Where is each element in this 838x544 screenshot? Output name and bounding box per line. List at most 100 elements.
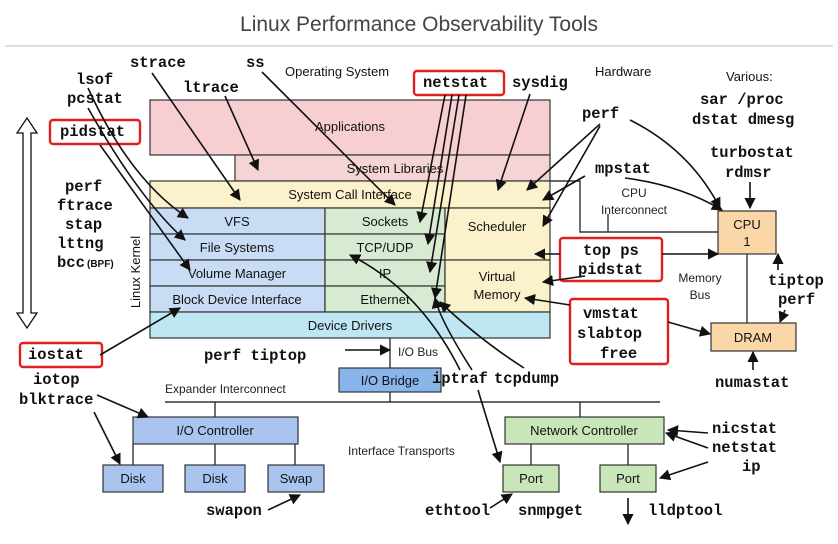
tool-netstat-right: netstat bbox=[712, 439, 777, 457]
layer-system-libraries-label: System Libraries bbox=[347, 161, 444, 176]
port-2-box bbox=[599, 464, 657, 493]
layer-scheduler-label: Scheduler bbox=[468, 219, 527, 234]
expander-interconnect-label: Expander Interconnect bbox=[165, 382, 286, 396]
swap-label: Swap bbox=[280, 471, 313, 486]
memory-bus-label-2: Bus bbox=[690, 288, 711, 302]
tool-strace: strace bbox=[130, 54, 186, 72]
port-1-box bbox=[502, 464, 560, 493]
network-controller-label: Network Controller bbox=[530, 423, 638, 438]
io-bridge-box bbox=[338, 367, 442, 393]
tool-free: free bbox=[600, 345, 637, 363]
tool-bcc-suffix: (BPF) bbox=[87, 259, 114, 270]
tool-netstat: netstat bbox=[423, 74, 488, 92]
region-hardware: Hardware bbox=[595, 64, 651, 79]
tool-perf-tiptop: perf tiptop bbox=[204, 347, 306, 365]
layer-sockets-label: Sockets bbox=[362, 214, 409, 229]
cpu-interconnect-label-2: Interconnect bbox=[601, 203, 668, 217]
tool-mpstat: mpstat bbox=[595, 160, 651, 178]
layer-virtual-memory-label-2: Memory bbox=[474, 287, 521, 302]
tool-tiptop: tiptop bbox=[768, 272, 824, 290]
layer-volume-manager bbox=[149, 259, 326, 287]
tool-ip: ip bbox=[742, 458, 761, 476]
cpu-interconnect-line bbox=[550, 180, 718, 233]
network-controller-box bbox=[504, 416, 665, 445]
layer-vfs-label: VFS bbox=[224, 214, 250, 229]
tool-arrows bbox=[87, 71, 790, 526]
tool-iptraf: iptraf bbox=[432, 370, 488, 388]
interface-transports-label: Interface Transports bbox=[348, 444, 455, 458]
linux-kernel-label: Linux Kernel bbox=[128, 236, 143, 308]
tool-lsof: lsof bbox=[76, 71, 113, 89]
layer-virtual-memory bbox=[444, 259, 551, 313]
layer-file-systems-label: File Systems bbox=[200, 240, 275, 255]
tool-ftrace: ftrace bbox=[57, 197, 113, 215]
layer-volume-manager-label: Volume Manager bbox=[188, 266, 287, 281]
layer-device-drivers bbox=[149, 311, 551, 339]
tool-stap: stap bbox=[65, 216, 102, 234]
tool-ethtool: ethtool bbox=[425, 502, 490, 520]
tool-bcc: bcc bbox=[57, 254, 85, 272]
region-various: Various: bbox=[726, 69, 773, 84]
trace-scope-arrow bbox=[15, 116, 39, 330]
tool-sar-proc: sar /proc bbox=[700, 91, 784, 109]
layer-block-device-interface-label: Block Device Interface bbox=[172, 292, 301, 307]
dram-label: DRAM bbox=[734, 330, 772, 345]
io-bridge-label: I/O Bridge bbox=[361, 373, 420, 388]
layer-device-drivers-label: Device Drivers bbox=[308, 318, 393, 333]
tool-top-ps: top ps bbox=[583, 242, 639, 260]
tool-iotop: iotop bbox=[33, 371, 80, 389]
cpu-box bbox=[717, 210, 777, 255]
tool-perf-right: perf bbox=[778, 291, 815, 309]
tool-lttng: lttng bbox=[57, 235, 104, 253]
disk-1-label: Disk bbox=[120, 471, 146, 486]
tool-rdmsr: rdmsr bbox=[725, 164, 772, 182]
port-1-label: Port bbox=[519, 471, 543, 486]
highlight-top-ps-pidstat bbox=[558, 236, 664, 283]
layer-tcp-udp-label: TCP/UDP bbox=[356, 240, 413, 255]
region-operating-system: Operating System bbox=[285, 64, 389, 79]
tool-vmstat: vmstat bbox=[583, 305, 639, 323]
layer-ethernet bbox=[324, 285, 446, 313]
disk-2-label: Disk bbox=[202, 471, 228, 486]
highlight-vmstat-slabtop-free bbox=[568, 297, 670, 366]
tool-ltrace: ltrace bbox=[183, 79, 239, 97]
layer-system-libraries bbox=[234, 154, 551, 182]
memory-bus-label-1: Memory bbox=[678, 271, 721, 285]
tool-snmpget: snmpget bbox=[518, 502, 583, 520]
disk-1-box bbox=[102, 464, 164, 493]
layer-ip-label: IP bbox=[379, 266, 391, 281]
tool-sysdig: sysdig bbox=[512, 74, 568, 92]
tool-blktrace: blktrace bbox=[19, 391, 93, 409]
tool-slabtop: slabtop bbox=[577, 325, 642, 343]
layer-applications-label: Applications bbox=[315, 119, 386, 134]
tool-iostat: iostat bbox=[28, 346, 84, 364]
tool-lldptool: lldptool bbox=[648, 502, 722, 520]
tool-nicstat: nicstat bbox=[712, 420, 777, 438]
tool-turbostat: turbostat bbox=[710, 144, 794, 162]
tool-dstat-dmesg: dstat dmesg bbox=[692, 111, 794, 129]
tool-tcpdump: tcpdump bbox=[494, 370, 559, 388]
tool-pidstat-mid: pidstat bbox=[578, 261, 643, 279]
layer-system-call-interface bbox=[149, 180, 551, 209]
tool-swapon: swapon bbox=[206, 502, 262, 520]
layer-system-call-interface-label: System Call Interface bbox=[288, 187, 412, 202]
tool-pcstat: pcstat bbox=[67, 90, 123, 108]
io-controller-label: I/O Controller bbox=[176, 423, 254, 438]
tool-perf-left: perf bbox=[65, 178, 102, 196]
highlight-iostat bbox=[18, 341, 104, 369]
layer-virtual-memory-label-1: Virtual bbox=[479, 269, 516, 284]
disk-2-box bbox=[184, 464, 246, 493]
layer-ethernet-label: Ethernet bbox=[360, 292, 410, 307]
tool-perf-top: perf bbox=[582, 105, 619, 123]
swap-box bbox=[267, 464, 325, 493]
tool-ss: ss bbox=[246, 54, 265, 72]
cpu-label-1: CPU bbox=[733, 217, 760, 232]
port-2-label: Port bbox=[616, 471, 640, 486]
cpu-label-2: 1 bbox=[743, 234, 750, 249]
diagram-title: Linux Performance Observability Tools bbox=[240, 13, 598, 36]
tool-numastat: numastat bbox=[715, 374, 789, 392]
io-controller-box bbox=[132, 416, 299, 445]
cpu-interconnect-label-1: CPU bbox=[621, 186, 646, 200]
layer-scheduler bbox=[444, 207, 551, 261]
